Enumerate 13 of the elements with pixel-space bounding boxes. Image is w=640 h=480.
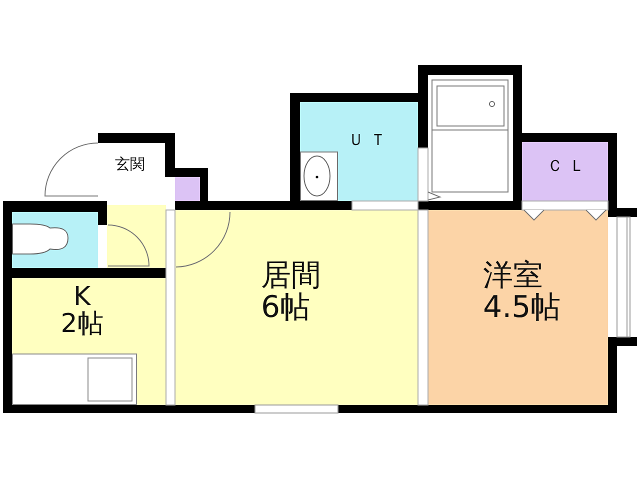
closet-area (522, 142, 608, 201)
washroom-area (300, 102, 418, 201)
room-label: ＵＴ (348, 132, 393, 149)
room-label: ＣＬ (547, 158, 592, 175)
room-label: K 2帖 (60, 284, 104, 339)
kitchen-area (12, 278, 166, 405)
room-label: 洋室 4.5帖 (483, 260, 562, 323)
toilet-area (12, 212, 98, 268)
bedroom-area (428, 210, 608, 405)
room-label: 居間 6帖 (261, 260, 322, 323)
living-room-area (175, 210, 418, 405)
room-label: 玄関 (115, 157, 146, 173)
hallway-area (107, 205, 166, 268)
